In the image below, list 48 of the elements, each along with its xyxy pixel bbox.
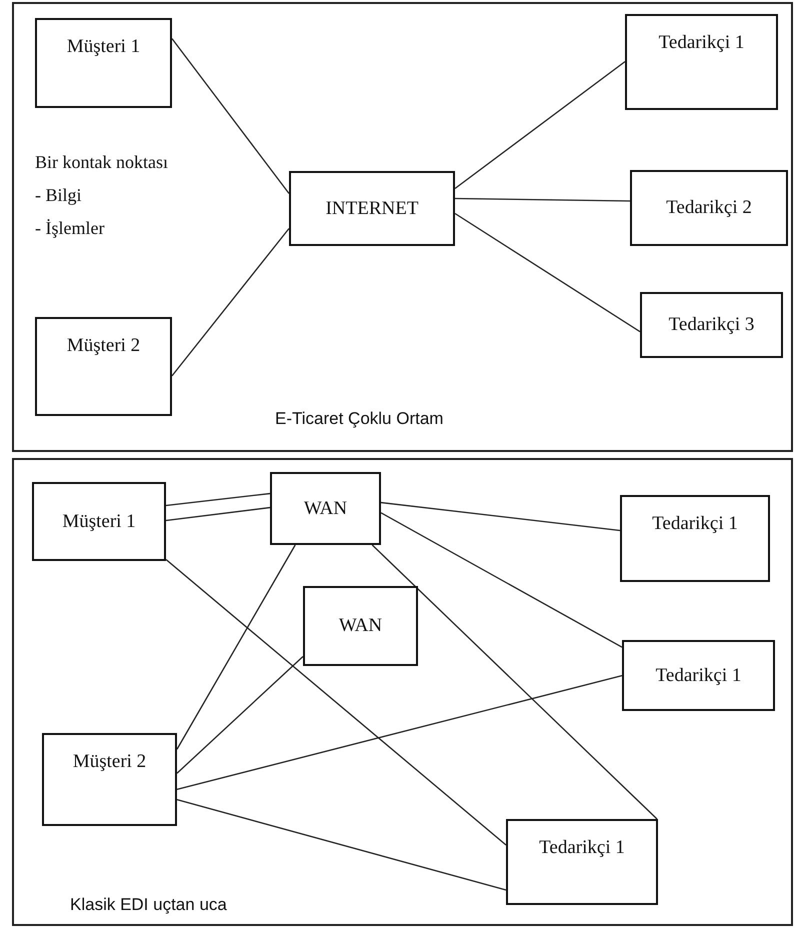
connector-line (455, 198, 630, 202)
note-text: - İşlemler (35, 218, 104, 239)
entity-box (289, 171, 455, 246)
panel-caption: E-Ticaret Çoklu Ortam (275, 409, 444, 429)
panel-caption: Klasik EDI uçtan uca (70, 895, 227, 915)
entity-label: Tedarikçi 1 (539, 837, 625, 859)
connector-line (176, 656, 304, 774)
entity-box (625, 14, 778, 110)
diagram-panel (12, 2, 793, 452)
connector-line (172, 228, 290, 376)
connector-line (372, 544, 658, 820)
entity-box (630, 170, 788, 246)
entity-label: Tedarikçi 2 (666, 197, 752, 219)
entity-box (620, 495, 770, 582)
connector-line (380, 502, 620, 532)
entity-box (35, 18, 172, 108)
entity-label: Müşteri 1 (66, 36, 140, 58)
entity-label: Tedarikçi 1 (652, 513, 738, 535)
connector-line (171, 38, 290, 194)
connector-line (380, 512, 622, 648)
entity-box (640, 292, 783, 358)
note-text: - Bilgi (35, 185, 82, 206)
entity-label: Tedarikçi 1 (658, 32, 744, 54)
entity-box (270, 472, 381, 545)
entity-box (35, 317, 172, 416)
connector-line (454, 61, 626, 190)
connector-line (166, 559, 506, 846)
entity-box (32, 482, 166, 561)
entity-label: WAN (304, 498, 348, 520)
entity-label: Müşteri 1 (62, 510, 136, 532)
note-text: Bir kontak noktası (35, 152, 168, 173)
entity-label: INTERNET (326, 198, 418, 220)
entity-box (303, 586, 418, 666)
connector-line (176, 544, 296, 750)
entity-label: Müşteri 2 (66, 335, 140, 357)
connector-line (166, 492, 270, 506)
entity-box (506, 819, 658, 905)
connector-line (176, 675, 622, 790)
entity-box (42, 733, 177, 826)
entity-label: Tedarikçi 3 (668, 314, 754, 336)
diagram-panel (12, 458, 793, 926)
entity-box (622, 640, 775, 711)
connector-line (454, 212, 640, 332)
connector-line (166, 506, 270, 522)
entity-label: Tedarikçi 1 (656, 664, 742, 686)
entity-label: Müşteri 2 (72, 751, 146, 773)
connector-line (176, 799, 506, 891)
entity-label: WAN (338, 615, 382, 637)
